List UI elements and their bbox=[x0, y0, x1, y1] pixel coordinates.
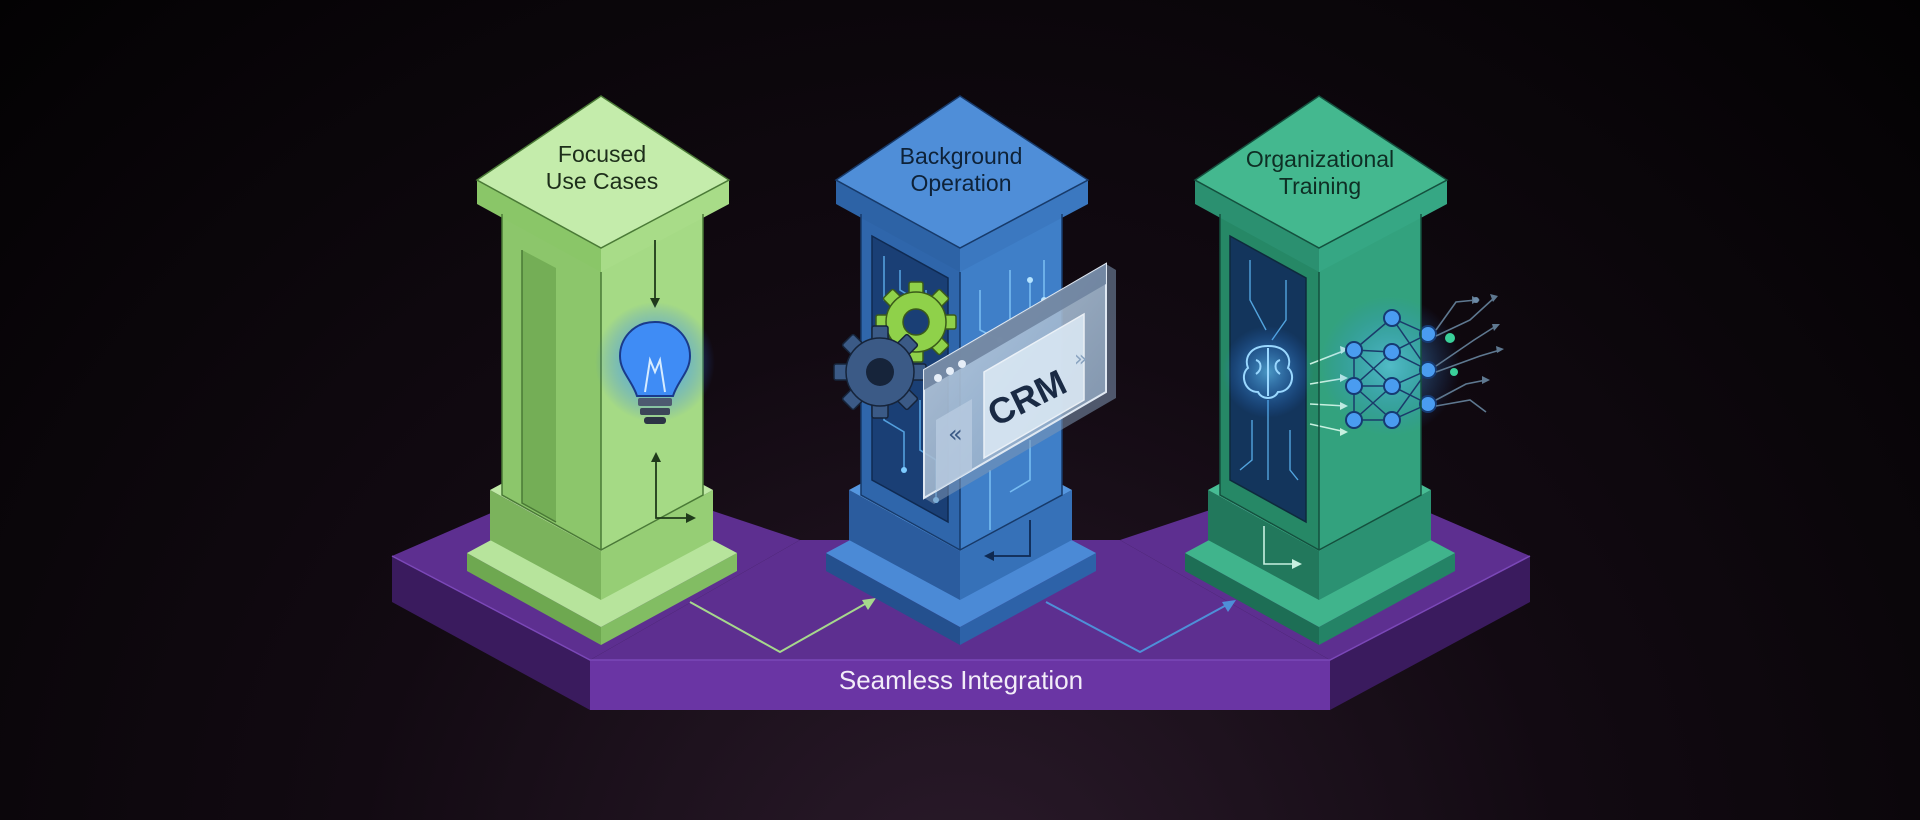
platform-right-wing-side bbox=[1330, 556, 1530, 710]
pillar-3-title-line1: Organizational bbox=[1246, 146, 1394, 172]
neural-network-icon bbox=[1320, 296, 1460, 436]
lightbulb-icon bbox=[595, 302, 715, 424]
pillar-background-operation: « » CRM Background Operation bbox=[826, 95, 1116, 645]
chevron-left-icon: « bbox=[948, 420, 963, 448]
crm-window: « » CRM bbox=[923, 262, 1116, 504]
pillar-3-cap bbox=[1193, 95, 1449, 249]
chevron-right-icon: » bbox=[1074, 347, 1087, 372]
pillar-2-cap bbox=[834, 95, 1090, 249]
pillar-focused-use-cases: Focused Use Cases bbox=[467, 95, 737, 645]
flow-arrow-1 bbox=[689, 599, 873, 654]
pillar-1-title-line1: Focused bbox=[558, 141, 646, 167]
pillar-1-title-line2: Use Cases bbox=[546, 168, 658, 194]
platform-front-face bbox=[590, 660, 1330, 710]
pillar-2-title-line1: Background bbox=[900, 143, 1023, 169]
pillar-2-title-line2: Operation bbox=[910, 170, 1011, 196]
platform-label: Seamless Integration bbox=[839, 665, 1083, 695]
pillar-1-cap bbox=[475, 95, 731, 249]
platform-left-wing-side bbox=[392, 556, 590, 710]
pillar-3-title-line2: Training bbox=[1279, 173, 1361, 199]
flow-arrow-2 bbox=[1045, 601, 1233, 654]
brain-icon bbox=[1242, 344, 1294, 399]
pillar-organizational-training: Organizational Training bbox=[1185, 95, 1504, 645]
gear-icon bbox=[833, 281, 957, 419]
